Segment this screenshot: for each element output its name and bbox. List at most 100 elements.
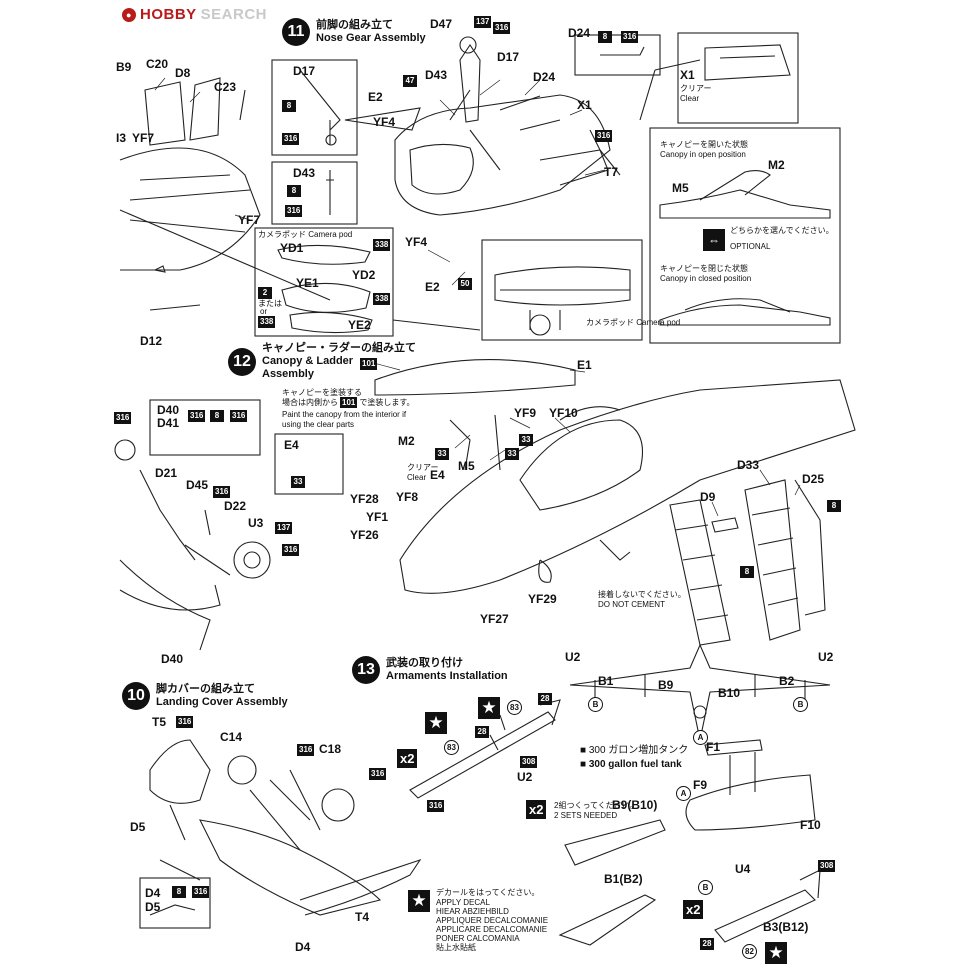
step-number: 12 (228, 347, 256, 376)
part-label: D41 (157, 416, 180, 430)
part-label: B2 (779, 674, 795, 688)
color-ring: 83 (507, 700, 522, 715)
part-label: D24 (533, 70, 556, 84)
part-label: D40 (157, 403, 180, 417)
part-label: YD1 (280, 241, 304, 255)
color-chip: 8 (172, 886, 186, 898)
decal-star-icon: ★ (408, 890, 430, 912)
step-title-ja: キャノピー・ラダーの組み立て (262, 342, 416, 354)
part-label: E2 (425, 280, 440, 294)
step-title-en: Canopy & Ladder (262, 355, 354, 367)
canopy-closed-ja: キャノピーを閉じた状態 (660, 264, 748, 273)
part-label: C20 (146, 57, 169, 71)
fuel-tank-ja: ■ 300 ガロン増加タンク (580, 745, 689, 756)
part-label: U2 (818, 650, 834, 664)
paint-note-en: Paint the canopy from the interior if (282, 410, 407, 419)
fuselage-outline-nose (394, 94, 611, 216)
optional-note-ja: どちらかを選んでください。 (730, 226, 834, 235)
canopy-closed-en: Canopy in closed position (660, 274, 752, 283)
or-note-en: or (260, 307, 268, 316)
step-title-ja: 武装の取り付け (386, 657, 463, 669)
part-label: YF1 (366, 510, 389, 524)
marker-b: B (698, 880, 713, 895)
marker-b: B (793, 697, 808, 712)
camera-pod-label: カメラポッド Camera pod (258, 230, 353, 239)
part-label: D45 (186, 478, 209, 492)
part-label: D12 (140, 334, 163, 348)
part-label: D21 (155, 466, 178, 480)
step-title-en-2: Assembly (262, 368, 314, 380)
part-label: F1 (706, 740, 721, 754)
part-label: M2 (398, 434, 415, 448)
color-chip: 8 (598, 31, 612, 43)
color-chip: 33 (435, 448, 449, 460)
camera-pod-inset-label: カメラポッド Camera pod (586, 318, 681, 327)
quantity-x2: x2 (397, 749, 418, 768)
part-label: YF28 (350, 492, 379, 506)
quantity-x2: x2 (683, 900, 704, 919)
part-label: E4 (430, 468, 445, 482)
part-label: YF26 (350, 528, 379, 542)
part-label: U2 (565, 650, 581, 664)
fuel-tank (685, 774, 816, 831)
color-ring: 83 (444, 740, 459, 755)
color-chip: 316 (427, 800, 445, 812)
do-not-cement-en: DO NOT CEMENT (598, 600, 665, 609)
decal-note-cn: 貼上水貼紙 (436, 943, 476, 952)
part-label: M2 (768, 158, 785, 172)
bomb (714, 889, 816, 943)
do-not-cement-ja: 接着しないでください。 (598, 590, 686, 599)
color-chip: 137 (474, 16, 492, 28)
color-chip: 316 (188, 410, 206, 422)
color-chip: 338 (373, 239, 391, 251)
part-label: C14 (220, 730, 243, 744)
part-label: YF29 (528, 592, 557, 606)
part-label: YF10 (549, 406, 578, 420)
step-number: 13 (352, 656, 380, 684)
part-label: D22 (224, 499, 247, 513)
color-chip: 316 (493, 22, 511, 34)
landing-gear-left (119, 469, 211, 651)
part-label: T7 (604, 165, 619, 179)
color-chip: 101 (360, 358, 378, 370)
color-chip: 316 (213, 486, 231, 498)
ladder-right (744, 479, 801, 641)
canopy-open-en: Canopy in open position (660, 150, 746, 159)
decal-star-icon: ★ (765, 942, 787, 964)
landing-cover-assembly (149, 739, 211, 804)
part-label: D33 (737, 458, 760, 472)
step-title-ja: 脚カバーの組み立て (156, 683, 255, 695)
part-label: M5 (672, 181, 689, 195)
color-chip: 316 (369, 768, 387, 780)
part-label: D47 (430, 17, 453, 31)
color-chip: 2 (258, 287, 272, 299)
color-ring: 82 (742, 944, 757, 959)
part-label: YE1 (296, 276, 319, 290)
color-chip: 47 (403, 75, 417, 87)
part-label: YF4 (373, 115, 396, 129)
part-label: I3 (116, 131, 127, 145)
wing-plan (569, 643, 831, 741)
part-label: D25 (802, 472, 825, 486)
part-label: YF27 (480, 612, 509, 626)
part-label: T5 (152, 715, 167, 729)
clear-note-en: Clear (407, 473, 427, 482)
color-chip: 316 (297, 744, 315, 756)
part-label: F9 (693, 778, 708, 792)
color-chip: 308 (818, 860, 836, 872)
marker-a: A (676, 786, 691, 801)
brand-watermark: ● HOBBY SEARCH (122, 6, 267, 23)
part-label: D4 (295, 940, 311, 954)
brand-name: HOBBY (140, 6, 197, 23)
color-chip: 308 (520, 756, 538, 768)
part-label: B3(B12) (763, 920, 809, 934)
step-title-ja: 前脚の組み立て (316, 19, 393, 31)
part-label: B10 (718, 686, 741, 700)
part-label: YF8 (396, 490, 419, 504)
color-chip: 316 (176, 716, 194, 728)
part-label: F10 (800, 818, 821, 832)
color-chip: 316 (282, 544, 300, 556)
color-chip: 8 (740, 566, 754, 578)
optional-note-en: OPTIONAL (730, 242, 771, 251)
